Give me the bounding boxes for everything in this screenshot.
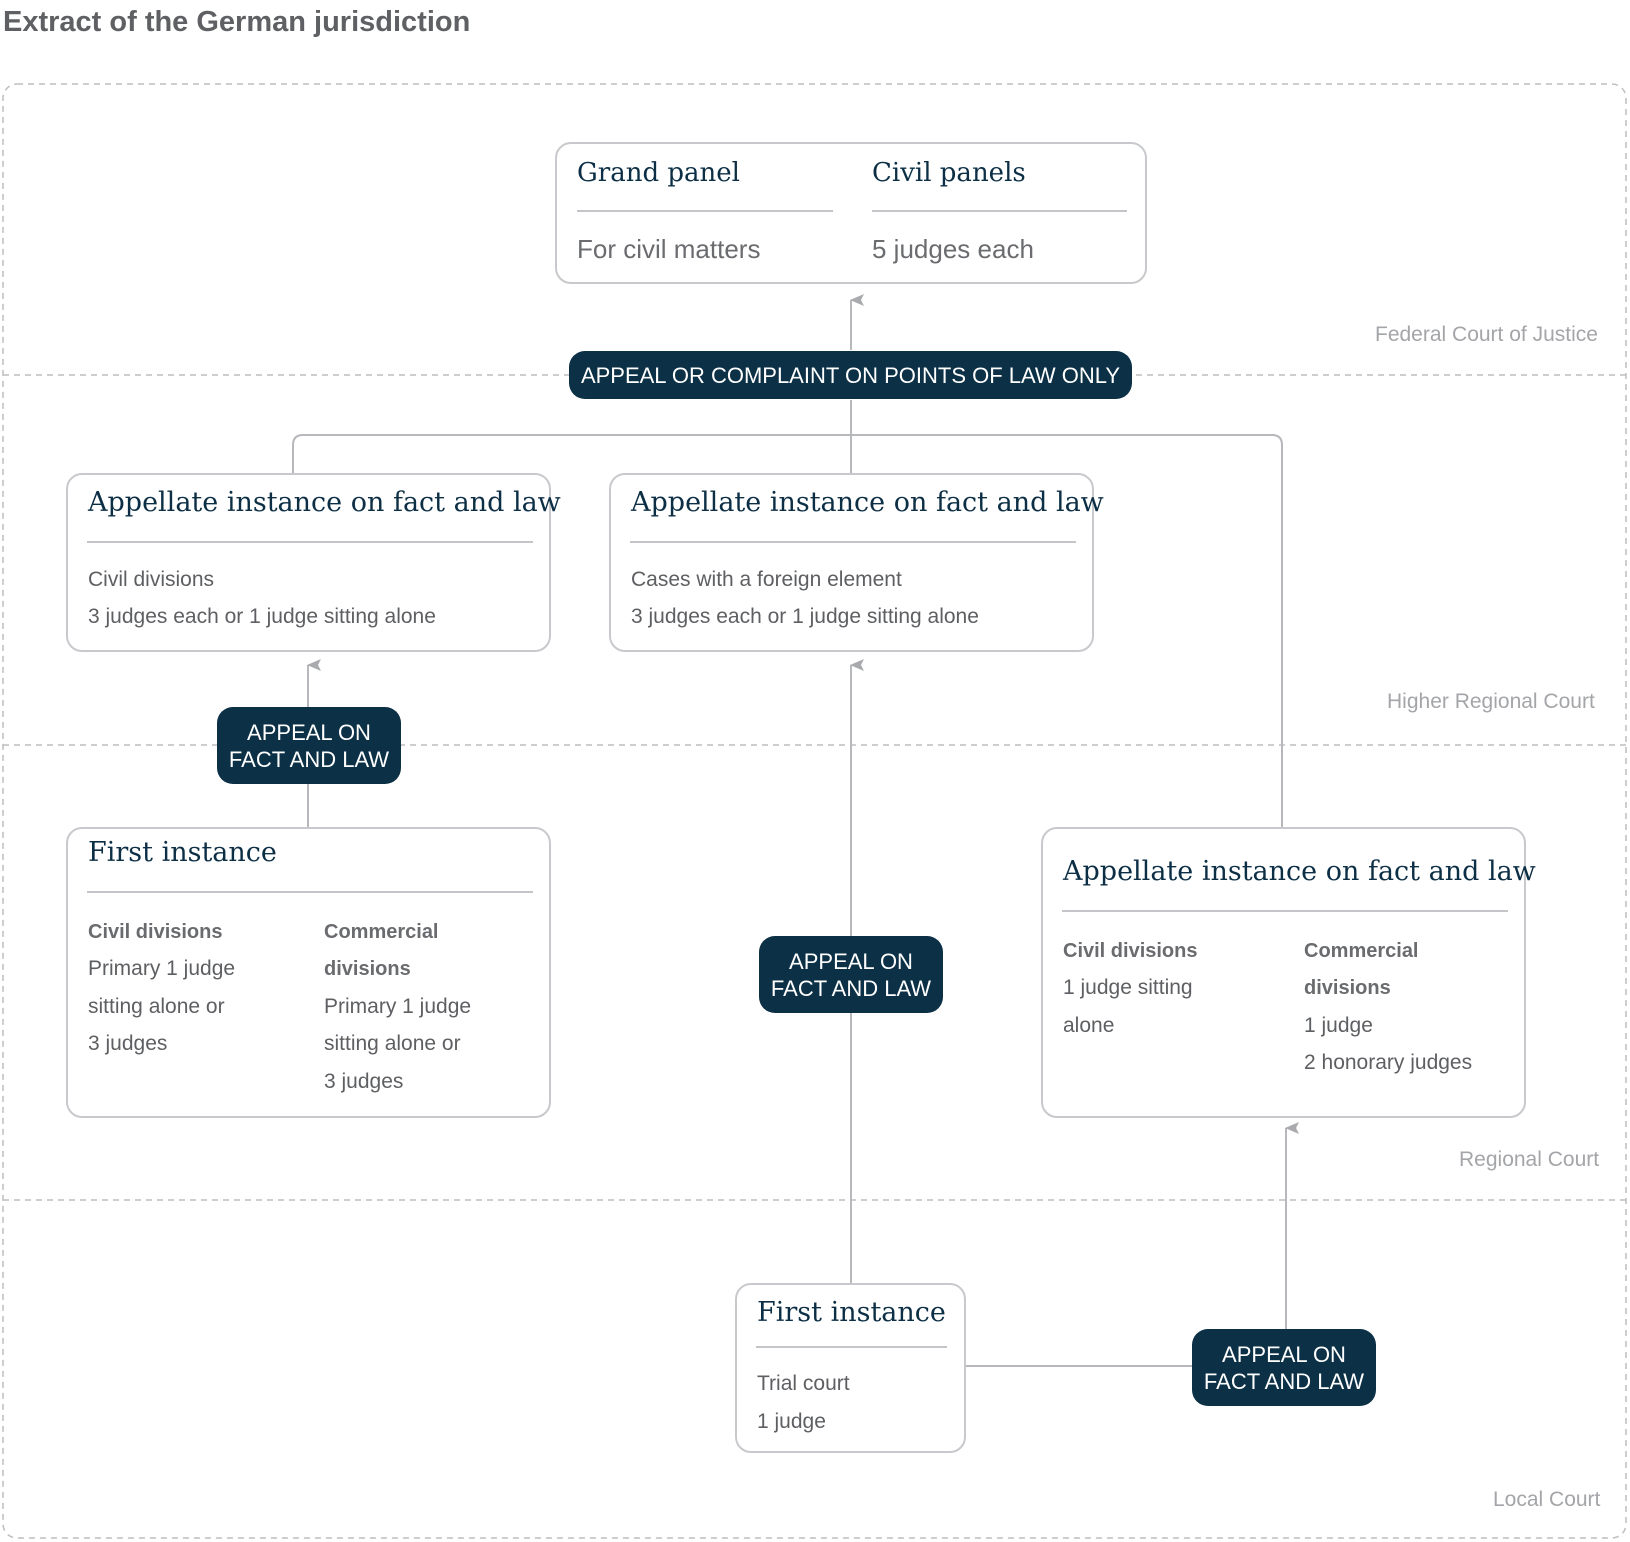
- olg-right-title: Appellate instance on fact and law: [631, 487, 1104, 518]
- civil-panels-title: Civil panels: [872, 158, 1026, 188]
- appeal-fact-law-middle-line1: APPEAL ON: [789, 948, 913, 974]
- lg-first-instance-title: First instance: [88, 837, 277, 868]
- appeal-fact-law-middle-line2: FACT AND LAW: [770, 975, 932, 1001]
- lg-appellate-rule: [1062, 910, 1508, 912]
- lg-first-civil-line-2: sitting alone or: [88, 995, 225, 1018]
- lg-appellate-civil-head: Civil divisions: [1063, 940, 1198, 962]
- lg-appellate-civil-line-2: alone: [1063, 1014, 1115, 1037]
- grand-panel-title: Grand panel: [577, 158, 740, 188]
- level-label-federal: Federal Court of Justice: [1375, 323, 1598, 346]
- lg-first-commercial-line-1: Primary 1 judge: [324, 995, 472, 1018]
- appeal-fact-law-pill-right: APPEAL ON FACT AND LAW: [1192, 1329, 1376, 1406]
- local-first-instance-title: First instance: [757, 1297, 946, 1328]
- appeal-points-of-law-pill: APPEAL OR COMPLAINT ON POINTS OF LAW ONL…: [569, 351, 1132, 399]
- appeal-fact-law-right-line1: APPEAL ON: [1222, 1341, 1346, 1367]
- lg-appellate-commercial-line-1: 1 judge: [1304, 1014, 1373, 1037]
- appeal-fact-law-left-line2: FACT AND LAW: [228, 746, 390, 772]
- lg-first-instance-rule: [87, 891, 533, 893]
- connector-right-branch: [851, 434, 1283, 827]
- lg-appellate-commercial-head-1: Commercial: [1304, 940, 1419, 962]
- olg-right-box: Appellate instance on fact and law Cases…: [609, 473, 1104, 652]
- local-first-line2: 1 judge: [757, 1410, 826, 1433]
- lg-appellate-box: Appellate instance on fact and law Civil…: [1041, 827, 1536, 1118]
- local-first-instance-box: First instance Trial court 1 judge: [735, 1283, 966, 1453]
- lg-first-civil-head: Civil divisions: [88, 921, 223, 943]
- level-label-higher-regional: Higher Regional Court: [1387, 690, 1595, 713]
- olg-left-title: Appellate instance on fact and law: [88, 487, 561, 518]
- level-label-regional: Regional Court: [1459, 1148, 1600, 1171]
- appeal-fact-law-pill-left: APPEAL ON FACT AND LAW: [217, 707, 401, 784]
- local-first-line1: Trial court: [757, 1372, 850, 1395]
- olg-left-box: Appellate instance on fact and law Civil…: [66, 473, 561, 652]
- olg-right-rule: [630, 541, 1076, 543]
- lg-first-commercial-line-3: 3 judges: [324, 1070, 404, 1093]
- grand-panel-text: For civil matters: [577, 234, 761, 264]
- appeal-fact-law-left-line1: APPEAL ON: [247, 719, 371, 745]
- lg-appellate-commercial-head-2: divisions: [1304, 977, 1391, 999]
- appeal-fact-law-pill-middle: APPEAL ON FACT AND LAW: [759, 936, 943, 1013]
- lg-first-commercial-head-2: divisions: [324, 958, 411, 980]
- federal-court-box: Grand panel For civil matters Civil pane…: [555, 142, 1147, 284]
- grand-panel-rule: [577, 210, 833, 212]
- level-label-local: Local Court: [1493, 1488, 1601, 1511]
- lg-first-civil-line-1: Primary 1 judge: [88, 957, 236, 980]
- lg-first-civil-line-3: 3 judges: [88, 1032, 168, 1055]
- lg-first-instance-box: First instance Civil divisions Primary 1…: [66, 827, 551, 1118]
- olg-left-line2: 3 judges each or 1 judge sitting alone: [88, 605, 436, 628]
- olg-left-rule: [87, 541, 533, 543]
- lg-appellate-commercial-line-2: 2 honorary judges: [1304, 1051, 1473, 1074]
- local-first-instance-rule: [756, 1346, 947, 1348]
- civil-panels-rule: [872, 210, 1127, 212]
- lg-appellate-title: Appellate instance on fact and law: [1063, 856, 1536, 887]
- connector-left-branch: [292, 434, 851, 473]
- olg-left-line1: Civil divisions: [88, 568, 215, 591]
- lg-appellate-civil-line-1: 1 judge sitting: [1063, 976, 1193, 999]
- lg-first-commercial-line-2: sitting alone or: [324, 1032, 461, 1055]
- civil-panels-text: 5 judges each: [872, 234, 1034, 264]
- olg-right-line1: Cases with a foreign element: [631, 568, 902, 591]
- appeal-fact-law-right-line2: FACT AND LAW: [1203, 1368, 1365, 1394]
- appeal-points-of-law-label: APPEAL OR COMPLAINT ON POINTS OF LAW ONL…: [580, 362, 1121, 388]
- lg-first-commercial-head-1: Commercial: [324, 921, 439, 943]
- diagram-title: Extract of the German jurisdiction: [3, 6, 471, 38]
- outer-frame: [2, 83, 1627, 1539]
- olg-right-line2: 3 judges each or 1 judge sitting alone: [631, 605, 979, 628]
